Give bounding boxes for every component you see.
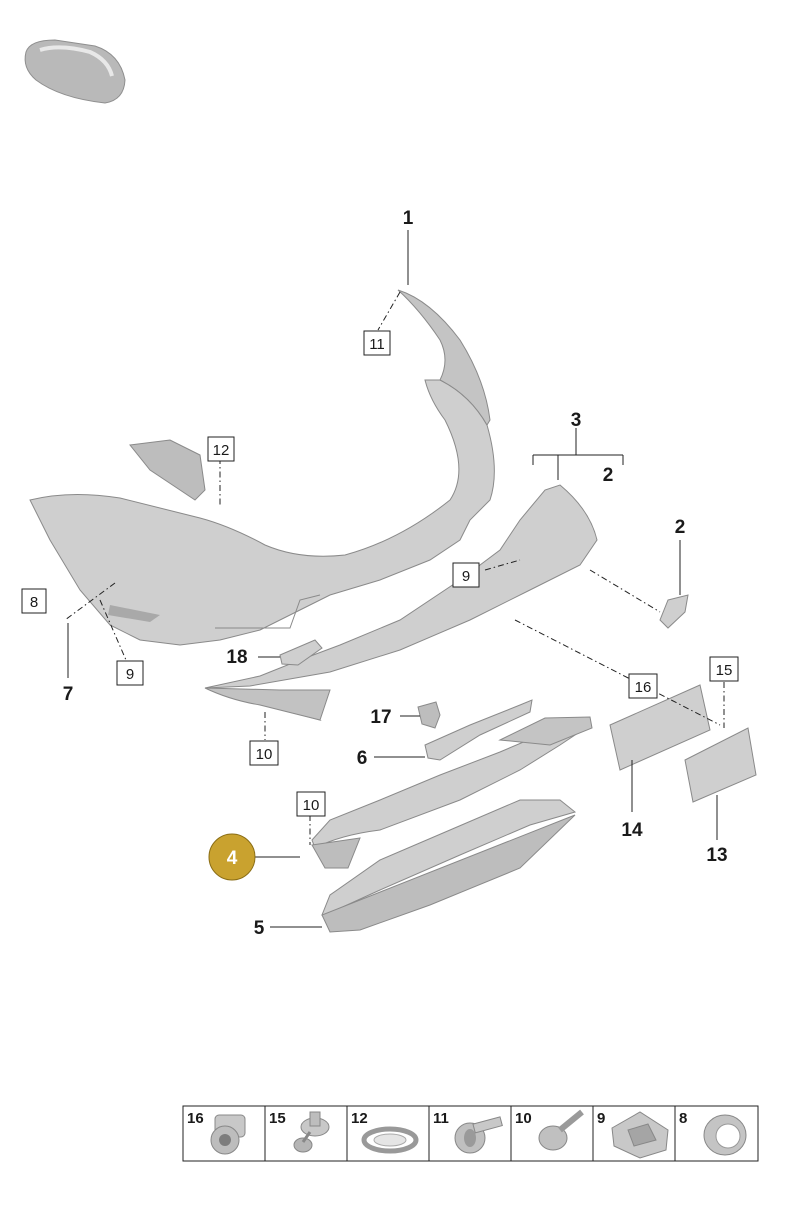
fastener-cell-12[interactable]: 12 — [351, 1110, 419, 1154]
clip-nut-icon — [611, 1111, 669, 1159]
washer-ring-icon — [703, 1114, 747, 1156]
callout-1[interactable]: 1 — [403, 208, 414, 229]
bracket-part-17[interactable] — [417, 701, 441, 729]
bracket-part-18[interactable] — [279, 639, 323, 666]
callout-13[interactable]: 13 — [706, 845, 727, 866]
callout-3[interactable]: 3 — [571, 410, 582, 431]
box-ref-8[interactable]: 8 — [21, 588, 47, 614]
callout-6[interactable]: 6 — [357, 748, 368, 769]
license-plate-holder-13[interactable] — [684, 727, 757, 803]
fastener-cell-9[interactable]: 9 — [597, 1110, 669, 1159]
trim-piece-part[interactable] — [659, 594, 689, 629]
undertray-part-5[interactable] — [321, 799, 577, 933]
svg-text:12: 12 — [351, 1110, 368, 1127]
lower-trim-part-4[interactable] — [311, 716, 593, 869]
grommet-icon — [210, 1114, 246, 1155]
svg-text:15: 15 — [716, 662, 733, 679]
car-thumbnail-icon — [24, 39, 126, 104]
box-ref-9-left[interactable]: 9 — [116, 660, 144, 686]
svg-text:10: 10 — [256, 746, 273, 763]
leader-lines — [64, 230, 725, 928]
box-ref-10-upper[interactable]: 10 — [249, 740, 279, 766]
svg-text:11: 11 — [433, 1110, 449, 1127]
box-ref-11[interactable]: 11 — [363, 330, 391, 356]
screw-icon — [538, 1109, 584, 1151]
svg-text:12: 12 — [213, 442, 230, 459]
fastener-cell-11[interactable]: 11 — [433, 1110, 503, 1154]
fastener-cell-8[interactable]: 8 — [679, 1110, 747, 1156]
svg-text:9: 9 — [126, 666, 134, 683]
fastener-cell-16[interactable]: 16 — [187, 1110, 246, 1155]
svg-text:8: 8 — [679, 1110, 687, 1127]
svg-text:9: 9 — [462, 568, 470, 585]
callout-7[interactable]: 7 — [63, 684, 74, 705]
bumper-cover-part[interactable] — [29, 289, 495, 646]
fastener-cell-15[interactable]: 15 — [269, 1110, 330, 1153]
callout-5[interactable]: 5 — [254, 918, 265, 939]
box-ref-15[interactable]: 15 — [709, 656, 739, 682]
box-ref-12[interactable]: 12 — [207, 436, 235, 462]
svg-text:10: 10 — [303, 797, 320, 814]
fastener-table: 16 15 12 11 — [182, 1105, 759, 1162]
callout-2-upper[interactable]: 2 — [603, 465, 614, 486]
svg-text:16: 16 — [635, 679, 652, 696]
callout-4-label: 4 — [227, 848, 238, 869]
callout-17[interactable]: 17 — [370, 707, 391, 728]
callout-2-right[interactable]: 2 — [675, 517, 686, 538]
svg-text:15: 15 — [269, 1110, 286, 1127]
push-clip-icon — [293, 1111, 330, 1153]
box-ref-9-right[interactable]: 9 — [452, 562, 480, 588]
rivet-large-icon — [454, 1116, 503, 1154]
bracket-part-6[interactable] — [424, 699, 533, 761]
svg-text:11: 11 — [369, 336, 385, 353]
box-ref-16[interactable]: 16 — [628, 673, 658, 699]
callout-4-highlight[interactable]: 4 — [208, 833, 256, 881]
svg-text:16: 16 — [187, 1110, 204, 1127]
svg-text:10: 10 — [515, 1110, 532, 1127]
callout-14[interactable]: 14 — [621, 820, 643, 841]
callout-18[interactable]: 18 — [226, 647, 247, 668]
license-plate-holder-14[interactable] — [609, 684, 711, 771]
svg-text:9: 9 — [597, 1110, 605, 1127]
fastener-cell-10[interactable]: 10 — [515, 1109, 584, 1151]
svg-text:8: 8 — [30, 594, 38, 611]
box-ref-10-lower[interactable]: 10 — [296, 791, 326, 817]
retaining-ring-icon — [361, 1126, 419, 1154]
